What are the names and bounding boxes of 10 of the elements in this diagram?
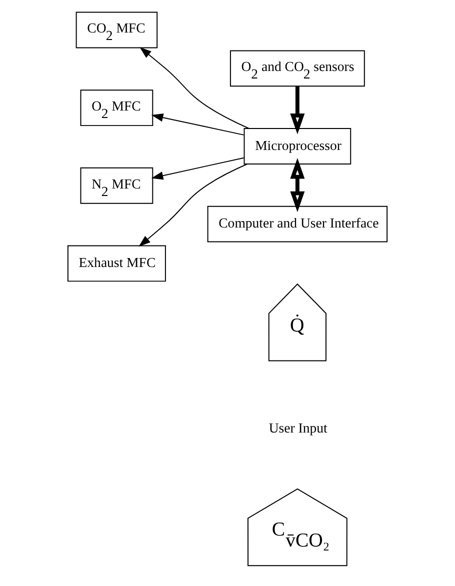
arrow [151,113,244,136]
arrow [140,47,250,129]
arrow [290,86,305,134]
node-box: Microprocessor [244,128,352,164]
node-box: Exhaust MFC [67,245,166,282]
label: User Input [268,420,328,436]
arrow [138,164,248,247]
arrow [151,157,244,180]
arrow [290,158,305,212]
node-box: Computer and User Interface [207,206,388,242]
